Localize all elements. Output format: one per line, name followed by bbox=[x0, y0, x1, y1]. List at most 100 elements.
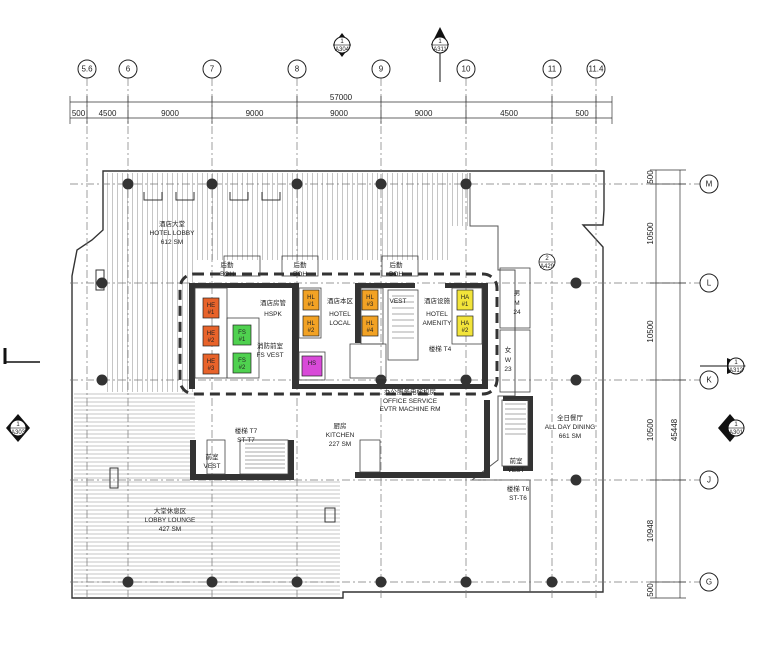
dim-text: 4500 bbox=[500, 109, 518, 118]
vertical-grid-lines bbox=[86, 78, 597, 600]
lobby-lounge-cn: 大堂休息区 bbox=[154, 506, 187, 515]
grid-label-row: K bbox=[706, 376, 712, 385]
elevator-car bbox=[202, 325, 220, 347]
hspk-cn: 酒店房管 bbox=[260, 298, 287, 307]
elevator-number: #2 bbox=[308, 328, 315, 334]
elevator-number: #4 bbox=[367, 328, 374, 334]
lobby-lounge-area: 427 SM bbox=[159, 526, 181, 533]
elevator-label: HE bbox=[207, 359, 215, 365]
elevator-car bbox=[232, 324, 252, 346]
stair-treads bbox=[245, 295, 526, 469]
column bbox=[546, 576, 558, 588]
back2-code: BOH bbox=[293, 271, 307, 278]
callout-a312-num: 1 bbox=[734, 360, 738, 366]
dining-area: 661 SM bbox=[559, 433, 581, 440]
grid-bubble-col bbox=[202, 59, 222, 79]
elevator-label: HE bbox=[207, 303, 215, 309]
back3-cn: 后勤 bbox=[390, 260, 404, 269]
callout-a304-sheet: A304 bbox=[335, 47, 350, 53]
elevator-car bbox=[301, 355, 323, 377]
column bbox=[460, 178, 472, 190]
callout-a312-sheet: A312 bbox=[729, 368, 744, 374]
elevator-number: #1 bbox=[462, 302, 469, 308]
hotel-local-cn: 酒店本区 bbox=[327, 296, 354, 305]
column bbox=[375, 178, 387, 190]
core-walls bbox=[189, 283, 533, 480]
hotel-lobby-en: HOTEL LOBBY bbox=[150, 230, 196, 237]
dim-text: 500 bbox=[575, 109, 589, 118]
stair-t4-cn: 楼梯 T4 bbox=[429, 344, 452, 353]
grid-bubble-row bbox=[699, 370, 719, 390]
grid-label-col: 10 bbox=[462, 65, 471, 74]
back1-cn: 后勤 bbox=[221, 260, 235, 269]
right-dim-text: 500 bbox=[646, 583, 655, 597]
men-code: M bbox=[514, 300, 519, 307]
callout-a301-num: 1 bbox=[734, 422, 738, 428]
fs-vest-cn: 消防前室 bbox=[257, 341, 284, 350]
grid-label-col: 9 bbox=[379, 65, 384, 74]
elevator-label: HS bbox=[308, 361, 316, 367]
elevator-number: #3 bbox=[208, 366, 215, 372]
elevator-number: #2 bbox=[462, 328, 469, 334]
callout-a429-num: 2 bbox=[545, 256, 549, 262]
grid-bubble-col bbox=[456, 59, 476, 79]
grid-label-col: 11 bbox=[548, 65, 557, 74]
grid-label-row: M bbox=[706, 180, 713, 189]
core-boundary bbox=[178, 272, 499, 396]
elevator-label: HA bbox=[461, 295, 469, 301]
structural-columns bbox=[96, 178, 582, 588]
elevator-label: HA bbox=[461, 321, 469, 327]
elevator-car bbox=[202, 297, 220, 319]
grid-bubble-col bbox=[118, 59, 138, 79]
office-service-cn: 办公服务电梯机房 bbox=[384, 387, 436, 396]
column bbox=[96, 374, 108, 386]
women-cn: 女 bbox=[505, 345, 512, 354]
vest3-en: VEST bbox=[508, 467, 525, 474]
dining-en: ALL DAY DINING bbox=[545, 424, 595, 431]
kitchen-en: KITCHEN bbox=[326, 432, 355, 439]
hotel-lobby-area: 612 SM bbox=[161, 239, 183, 246]
dim-text: 500 bbox=[72, 109, 86, 118]
hotel-local-en1: HOTEL bbox=[329, 311, 351, 318]
column bbox=[460, 576, 472, 588]
elevator-label: HL bbox=[366, 321, 374, 327]
hotel-amenity-en1: HOTEL bbox=[426, 311, 448, 318]
callout-a301-sheet: A301 bbox=[729, 430, 744, 436]
lobby-lounge-en: LOBBY LOUNGE bbox=[145, 517, 196, 524]
stair-t6-en: ST-T6 bbox=[509, 495, 527, 502]
grid-label-col: 7 bbox=[210, 65, 215, 74]
right-dim-text: 500 bbox=[646, 170, 655, 184]
elevator-car bbox=[302, 315, 320, 337]
dim-text: 9000 bbox=[161, 109, 179, 118]
callout-a311-sheet: A311 bbox=[433, 47, 447, 53]
column bbox=[122, 178, 134, 190]
grid-label-col: 6 bbox=[126, 65, 131, 74]
column bbox=[206, 576, 218, 588]
column bbox=[570, 474, 582, 486]
elevator-number: #3 bbox=[367, 302, 374, 308]
elevator-cars: HE#1HE#2HE#3FS#1FS#2HL#1HL#2HL#3HL#4HA#1… bbox=[202, 289, 474, 377]
elevator-car bbox=[361, 315, 379, 337]
kitchen-area: 227 SM bbox=[329, 441, 351, 448]
lounge-hatch-area bbox=[74, 290, 340, 596]
callout-a303-num: 1 bbox=[16, 422, 20, 428]
grid-bubble-col bbox=[586, 59, 606, 79]
grid-bubble-row bbox=[699, 273, 719, 293]
fs-vest-en: FS VEST bbox=[256, 352, 283, 359]
column bbox=[96, 277, 108, 289]
elevator-number: #2 bbox=[239, 365, 246, 371]
grid-label-row: G bbox=[706, 578, 712, 587]
stair-t6-cn: 楼梯 T6 bbox=[507, 484, 530, 493]
vest2-cn: 前室 bbox=[206, 452, 220, 461]
column bbox=[375, 374, 387, 386]
elevator-label: FS bbox=[238, 358, 246, 364]
vest1-en: VEST bbox=[390, 298, 407, 305]
right-dim-text: 10500 bbox=[646, 320, 655, 343]
men-cn: 男 bbox=[514, 289, 521, 297]
column bbox=[291, 178, 303, 190]
dining-cn: 全日餐厅 bbox=[557, 413, 584, 422]
office-service-en2: EVTR MACHINE RM bbox=[379, 406, 440, 413]
elevator-number: #1 bbox=[308, 302, 315, 308]
callout-a429-sheet: A429 bbox=[540, 264, 555, 270]
